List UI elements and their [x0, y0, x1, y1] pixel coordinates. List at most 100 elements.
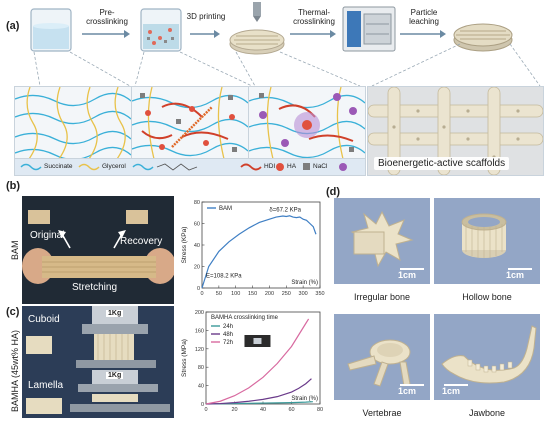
polymer-network-icon — [14, 86, 132, 161]
x-tick-label: 0 — [204, 407, 207, 413]
hdi-network-icon — [131, 86, 249, 160]
y-tick-label: 80 — [198, 365, 204, 371]
nacl-icon — [303, 163, 310, 170]
scaffold-caption: Bioenergetic-active scaffolds — [374, 157, 510, 170]
schematic-hdi-crosslink — [131, 86, 249, 160]
step-label-3d-printing: 3D printing — [186, 12, 226, 21]
y-tick-label: 60 — [194, 222, 200, 228]
molecule-legend: Succinate Glycerol HDI HA NaCl — [14, 158, 366, 176]
scale-bar-1 — [400, 268, 424, 270]
arrow-right-icon — [190, 30, 220, 38]
inset-sample — [253, 338, 262, 344]
legend-label-72h: 72h — [223, 340, 233, 346]
step-label-particle-leaching: Particle leaching — [409, 8, 439, 26]
stretching-photo: Original Recovery Stretching — [22, 196, 174, 304]
y-tick-label: 40 — [194, 243, 200, 249]
x-axis-label: Strain (%) — [291, 280, 318, 286]
annotation-peak-stress: δ=67.2 KPa — [269, 208, 301, 214]
x-tick-label: 150 — [248, 291, 257, 297]
legend-succinate: Succinate — [44, 163, 73, 170]
final-scaffold-icon — [453, 23, 513, 52]
legend-glycerol: Glycerol — [102, 163, 126, 170]
scale-label-4: 1cm — [442, 386, 461, 396]
arrow-right-icon — [290, 30, 336, 38]
schematic-precursor — [14, 86, 132, 161]
x-tick-label: 50 — [216, 291, 222, 297]
zoom-guides — [33, 43, 541, 87]
series-line-72h — [205, 318, 310, 405]
weight-label-1: 1Kg — [106, 310, 124, 317]
caption-jawbone: Jawbone — [468, 408, 506, 418]
compression-photo: Cuboid Lamella 1Kg 1Kg — [22, 306, 174, 418]
scale-bar-4 — [444, 384, 468, 386]
x-tick-label: 0 — [200, 291, 203, 297]
series-line-BAM — [201, 215, 317, 289]
y-tick-label: 80 — [194, 200, 200, 206]
legend-label-48h: 48h — [223, 332, 233, 338]
step-label-thermal-crosslinking: Thermal- crosslinking — [293, 8, 335, 26]
structure-formula-icon — [156, 163, 198, 171]
x-tick-label: 100 — [231, 291, 240, 297]
polymer-chain-icon — [132, 163, 154, 171]
y-tick-label: 200 — [195, 310, 204, 316]
schematic-ha-bonding — [248, 86, 366, 160]
y-tick-label: 120 — [195, 347, 204, 353]
caption-vertebrae: Vertebrae — [362, 408, 402, 418]
x-tick-label: 250 — [282, 291, 291, 297]
y-axis-label: Stress (MPa) — [181, 339, 188, 377]
label-recovery: Recovery — [120, 236, 163, 247]
ha-icon — [276, 163, 284, 171]
series-line-48h — [205, 378, 312, 405]
y-tick-label: 0 — [201, 402, 204, 408]
label-stretching: Stretching — [72, 282, 118, 293]
hdi-icon — [240, 163, 262, 171]
bond-icon — [339, 163, 347, 171]
y-tick-label: 40 — [198, 384, 204, 390]
legend-nacl: NaCl — [313, 163, 328, 170]
panel-label-b: (b) — [6, 180, 21, 192]
scale-label-3: 1cm — [398, 386, 417, 396]
scale-label-2: 1cm — [506, 270, 525, 280]
beaker-particles-icon — [140, 8, 182, 52]
legend-label-BAM: BAM — [219, 206, 232, 212]
label-original: Original — [30, 230, 65, 241]
x-tick-label: 60 — [288, 407, 294, 413]
x-tick-label: 40 — [260, 407, 266, 413]
x-axis-label: Strain (%) — [291, 396, 318, 402]
vertebrae-photo: 1cm — [334, 314, 430, 400]
panel-label-d: (d) — [326, 186, 341, 198]
y-tick-label: 0 — [197, 286, 200, 292]
panel-b-side-label: BAM — [10, 240, 20, 260]
panel-label-c: (c) — [6, 306, 20, 318]
weight-label-2: 1Kg — [106, 372, 124, 379]
panel-label-a: (a) — [6, 20, 20, 32]
irregular-bone-photo: 1cm — [334, 198, 430, 284]
succinate-icon — [20, 163, 42, 171]
panel-c-side-label: BAMHA (45wt% HA) — [10, 329, 20, 412]
legend-label-24h: 24h — [223, 324, 233, 330]
step-label-precrosslinking: Pre- crosslinking — [86, 8, 128, 26]
glycerol-icon — [78, 163, 100, 171]
annotation-modulus: E=108.2 KPa — [206, 273, 242, 279]
caption-hollow-bone: Hollow bone — [462, 292, 512, 302]
arrow-right-icon — [400, 30, 446, 38]
legend-hdi: HDI — [264, 163, 276, 170]
x-tick-label: 20 — [231, 407, 237, 413]
scale-bar-3 — [400, 384, 424, 386]
hollow-bone-photo: 1cm — [434, 198, 540, 284]
scale-bar-2 — [508, 268, 532, 270]
ha-network-icon — [248, 86, 366, 160]
chart-c-title: BAMHA crosslinking time — [211, 315, 279, 321]
y-tick-label: 20 — [194, 265, 200, 271]
arrow-right-icon — [82, 30, 130, 38]
y-tick-label: 160 — [195, 328, 204, 334]
oven-icon — [342, 6, 396, 52]
beaker-icon — [30, 8, 72, 52]
x-tick-label: 350 — [315, 291, 324, 297]
x-tick-label: 200 — [265, 291, 274, 297]
scale-label-1: 1cm — [398, 270, 417, 280]
label-cuboid: Cuboid — [28, 314, 60, 325]
scaffold-render-image: Bioenergetic-active scaffolds — [367, 86, 544, 176]
